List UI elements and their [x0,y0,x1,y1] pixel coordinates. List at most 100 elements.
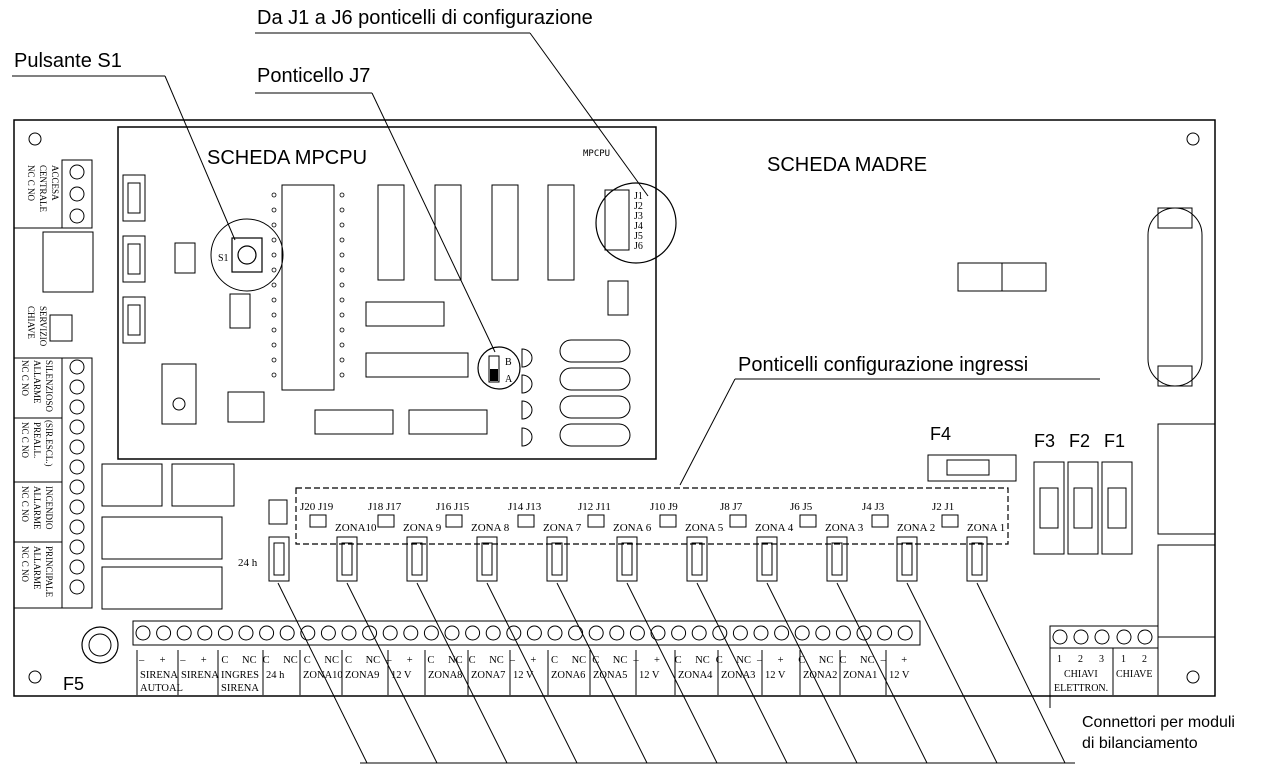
bottom-terminal-mark-18: NC [489,655,504,666]
bottom-terminal-mark-25: – [632,655,639,666]
callout-jumper-j7: Ponticello J7 [257,65,370,87]
fuse-f5: F5 [63,674,84,694]
bottom-terminal-12 [362,625,378,641]
bottom-terminal-19 [506,625,522,641]
jumper-pair-6: J10 J9 [650,501,678,513]
bottom-terminal-30 [732,625,748,641]
zone-connector-10 [966,536,988,582]
callout-input-jumpers: Ponticelli configurazione ingressi [738,354,1028,376]
left-label-0-top: NC C NO [26,165,36,202]
bottom-terminal-37 [877,625,893,641]
bottom-group-15: 12 V [765,670,786,681]
bottom-group-1: SIRENA [181,670,219,681]
left-label-4-top: NC C NO [20,422,30,459]
mpcpu-small-label: MPCPU [583,149,610,159]
bottom-terminal-mark-4: + [201,655,207,666]
left-label-3-top: (SIR.ESCL.) [44,420,54,467]
bottom-terminal-32 [774,625,790,641]
jumper-pair-8: J6 J5 [790,501,813,513]
bottom-terminal-13 [382,625,398,641]
zone-connector-7 [756,536,778,582]
bottom-terminal-mark-13: – [385,655,392,666]
bottom-terminal-6 [238,625,254,641]
zone-label-5: ZONA 6 [613,522,652,534]
zone-label-3: ZONA 8 [471,522,510,534]
bottom-terminal-mark-35: C [839,655,846,666]
bottom-group-10: ZONA6 [551,670,585,681]
left-label-1-mid: SERVIZIO [38,306,48,347]
bottom-group-14: ZONA3 [721,670,755,681]
jumper-pair-9: J4 J3 [862,501,885,513]
bottom-group-11: ZONA5 [593,670,627,681]
left-terminal-blocks [14,159,94,609]
bottom-terminal-33 [794,625,810,641]
bottom-terminal-1 [135,625,151,641]
s1-button [210,218,284,292]
left-label-2-top: NC C NO [20,360,30,397]
bottom-group-17: ZONA1 [843,670,877,681]
left-label-5-mid: ALLARME [32,486,42,530]
bottom-terminal-mark-24: NC [613,655,628,666]
j7-label-b: B [505,357,512,368]
bottom-terminal-15 [423,625,439,641]
bottom-terminal-mark-10: NC [324,655,339,666]
left-label-5-top: NC C NO [20,486,30,523]
bottom-terminal-mark-33: C [798,655,805,666]
bottom-terminal-mark-29: C [716,655,723,666]
zone-connector-3 [476,536,498,582]
bottom-terminal-mark-2: + [160,655,166,666]
bottom-terminal-27 [671,625,687,641]
bottom-group-6: 12 V [391,670,412,681]
bottom-terminal-mark-32: + [778,655,784,666]
bottom-terminal-mark-8: NC [283,655,298,666]
zone-label-4: ZONA 7 [543,522,582,534]
s1-label: S1 [218,253,229,264]
bottom-terminal-mark-14: + [407,655,413,666]
right-terminal-strip [1049,625,1159,649]
fuse-f5-holder [81,626,119,664]
bottom-terminal-7 [259,625,275,641]
bottom-terminal-16 [444,625,460,641]
bottom-terminal-mark-37: – [880,655,887,666]
bottom-terminal-mark-30: NC [736,655,751,666]
jumper-label-j5: J5 [634,231,643,242]
left-label-6-mid: ALLARME [32,546,42,590]
callout-jumpers-j1-j6: Da J1 a J6 ponticelli di configurazione [257,7,593,29]
jumper-pair-5: J12 J11 [578,501,611,513]
bottom-terminal-23 [588,625,604,641]
input-jumpers-area [295,487,1009,545]
left-label-2-mid: ALLARME [32,360,42,404]
right-chiavi: CHIAVI [1064,669,1098,680]
bottom-terminal-20 [526,625,542,641]
bottom-terminal-mark-36: NC [860,655,875,666]
zone-label-8: ZONA 3 [825,522,864,534]
bottom-terminal-mark-15: C [427,655,434,666]
bottom-group-16: ZONA2 [803,670,837,681]
zone-connector-5 [616,536,638,582]
bottom-group-18: 12 V [889,670,910,681]
mpcpu-board-outline [117,126,657,460]
bottom-terminal-mark-20: + [530,655,536,666]
bottom-terminal-mark-38: + [901,655,907,666]
left-label-0-bot: ACCESA [50,165,60,201]
label-24h: 24 h [238,557,258,569]
mpcpu-connectors [122,174,146,344]
jumper-label-j2: J2 [634,201,643,212]
bottom-terminal-mark-11: C [345,655,352,666]
jumper-label-j3: J3 [634,211,643,222]
bottom-terminal-mark-7: C [263,655,270,666]
bottom-terminal-10 [320,625,336,641]
bottom-terminal-mark-6: NC [242,655,257,666]
bottom-terminal-35 [835,625,851,641]
bottom-terminal-21 [547,625,563,641]
bottom-terminal-31 [753,625,769,641]
left-label-6-bot: PRINCIPALE [44,546,54,598]
bottom-terminal-17 [465,625,481,641]
fuses-f1-f3 [1033,461,1133,555]
zone-label-9: ZONA 2 [897,522,935,534]
zone-connector-1 [336,536,358,582]
bottom-terminal-24 [609,625,625,641]
zone-label-7: ZONA 4 [755,522,794,534]
zone-label-6: ZONA 5 [685,522,724,534]
